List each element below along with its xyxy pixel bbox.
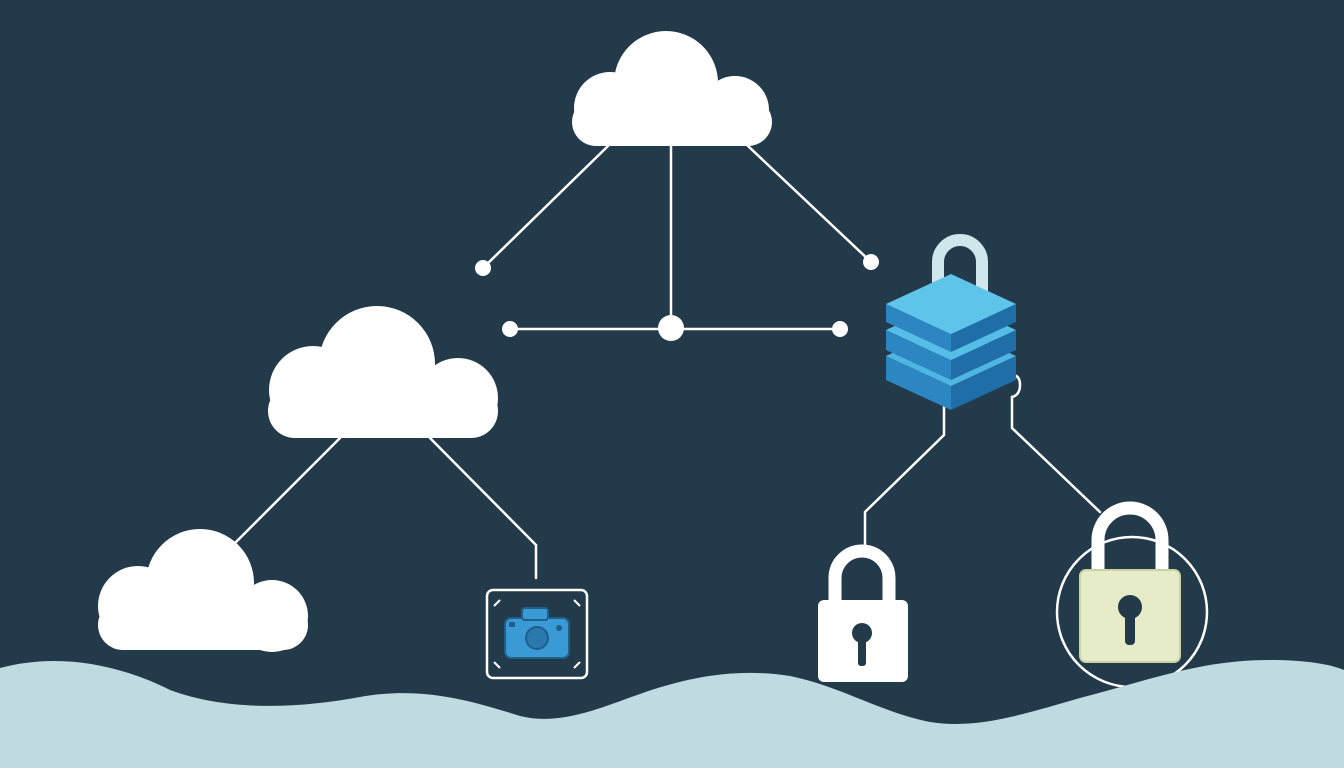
- link-storage-left-lock: [863, 400, 946, 552]
- ground-hills: [0, 660, 1344, 768]
- padlock-icon: [818, 544, 908, 682]
- cloud-icon: [268, 306, 498, 438]
- padlock-icon: [1055, 501, 1209, 689]
- network-node-icon: [863, 254, 879, 270]
- link-top-cloud-right-node: [746, 144, 873, 264]
- cloud-icon: [98, 529, 308, 652]
- network-node-icon: [658, 315, 684, 341]
- link-mid-cloud-small-cloud: [231, 436, 342, 547]
- link-storage-right-lock: [1010, 373, 1102, 514]
- cloud-icon: [572, 31, 772, 146]
- shackle: [932, 234, 988, 312]
- network-node-icon: [502, 321, 518, 337]
- network-node-icon: [475, 260, 491, 276]
- network-node-icon: [832, 321, 848, 337]
- link-top-cloud-left-node: [481, 144, 610, 270]
- link-mid-cloud-camera: [428, 436, 538, 580]
- network-nodes: [475, 254, 879, 341]
- camera-icon: [485, 588, 589, 680]
- storage-stack-icon: [886, 234, 1016, 410]
